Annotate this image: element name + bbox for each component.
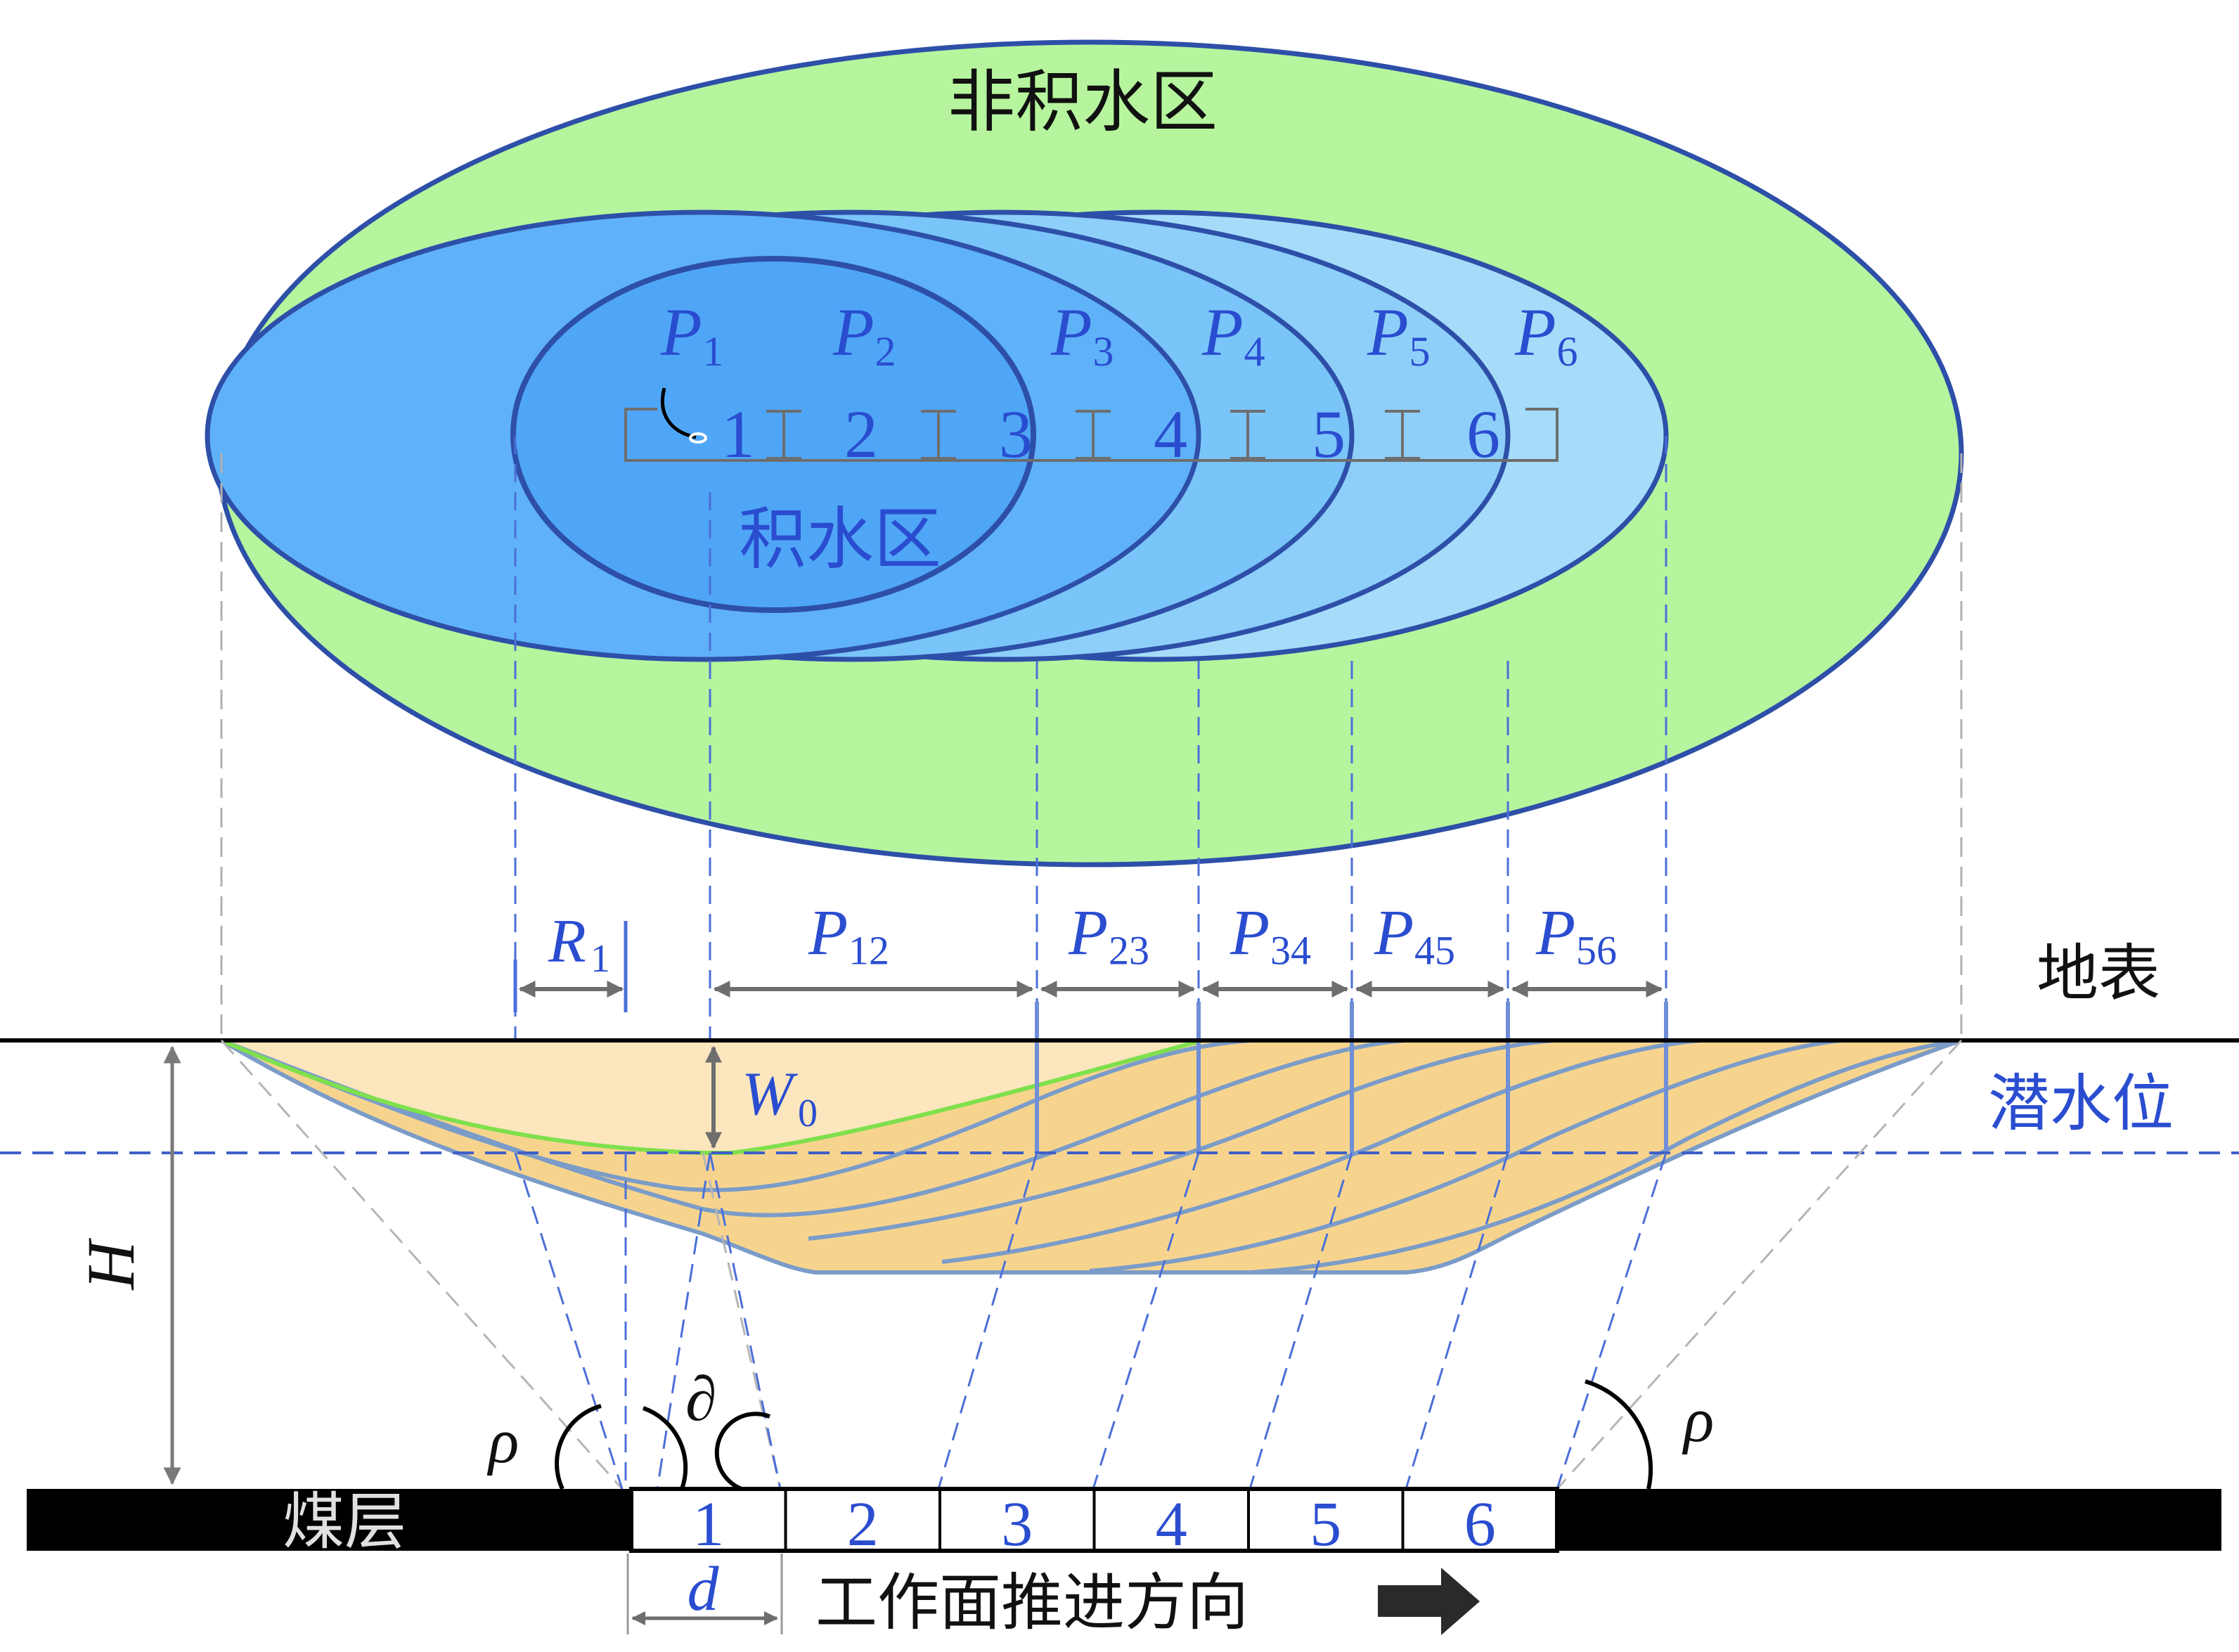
influence-lines	[220, 1039, 1963, 1490]
plan-divider-3	[1076, 410, 1111, 460]
cross-section: 地表 潜水位 W 0 H	[0, 937, 2239, 1639]
p-label-3: P	[1050, 295, 1092, 370]
d-dimension: d	[626, 1554, 783, 1634]
p-label-5-subscript: 5	[1409, 328, 1431, 375]
interval-label-1: P	[808, 896, 848, 968]
subsidence-curves	[220, 1038, 1962, 1275]
plan-segment-1: 1	[721, 396, 755, 472]
plan-segment-6: 6	[1466, 396, 1500, 472]
h-label: H	[73, 1238, 148, 1291]
p-label-5: P	[1367, 295, 1409, 370]
interval-label-3-subscript: 34	[1270, 928, 1311, 974]
coal-seam-label: 煤层	[283, 1485, 406, 1558]
panel-segment-3: 3	[1001, 1490, 1033, 1559]
p-label-1-subscript: 1	[703, 328, 724, 375]
panel-segment-5: 5	[1310, 1490, 1341, 1559]
interval-label-3: P	[1230, 896, 1270, 968]
plan-segment-labels: 1 2 3 4 5 6	[721, 396, 1500, 472]
r1-label: R	[548, 908, 586, 976]
p1-pointer-curve	[660, 387, 697, 439]
interval-label-5-subscript: 56	[1576, 928, 1617, 974]
p-label-4-subscript: 4	[1244, 328, 1265, 375]
draw-lines	[514, 1152, 1667, 1490]
interval-label-2: P	[1068, 896, 1108, 968]
panel-segment-dividers	[784, 1489, 1405, 1551]
panel-segment-labels: 1 2 3 4 5 6	[692, 1490, 1496, 1559]
p-label-4: P	[1201, 295, 1244, 370]
coal-seam-left	[27, 1489, 631, 1551]
angle-arcs	[555, 1379, 1653, 1491]
interval-label-2-subscript: 23	[1109, 928, 1149, 974]
interval-label-5: P	[1535, 896, 1575, 968]
water-table-label: 潜水位	[1988, 1067, 2174, 1140]
d-label: d	[688, 1554, 720, 1624]
p1-point-marker	[689, 432, 707, 444]
plan-segment-dividers	[657, 410, 1525, 462]
plan-segment-3: 3	[999, 396, 1033, 472]
interval-label-1-subscript: 12	[849, 928, 889, 974]
water-ellipse-p1	[510, 256, 1036, 613]
plan-divider-1	[766, 410, 801, 460]
advance-arrow-icon	[1378, 1568, 1480, 1635]
rho-right-label: ρ	[1682, 1386, 1714, 1455]
p-label-3-subscript: 3	[1093, 328, 1114, 375]
panel-segment-2: 2	[847, 1490, 879, 1559]
p-label-6-subscript: 6	[1557, 328, 1578, 375]
p-label-2: P	[832, 295, 875, 370]
p-label-1: P	[660, 295, 702, 370]
partial-label: ∂	[685, 1364, 716, 1434]
coal-seam-right	[1557, 1489, 2221, 1551]
plan-panel-outline	[624, 408, 1559, 462]
p-label-2-subscript: 2	[875, 328, 896, 375]
w0-subscript: 0	[798, 1092, 818, 1135]
surface-label: 地表	[2037, 937, 2160, 1009]
advance-direction-label: 工作面推进方向	[815, 1566, 1248, 1639]
rho-left-label: ρ	[486, 1407, 519, 1476]
p-label-6: P	[1514, 295, 1556, 370]
panel-segment-1: 1	[692, 1490, 724, 1559]
interval-label-4: P	[1374, 896, 1414, 968]
plan-divider-5	[1385, 410, 1420, 460]
panel-segment-6: 6	[1464, 1490, 1496, 1559]
non-water-zone-label: 非积水区	[948, 63, 1218, 141]
plan-divider-2	[921, 410, 956, 460]
plan-segment-4: 4	[1154, 396, 1187, 472]
plan-segment-5: 5	[1312, 396, 1346, 472]
r1-subscript: 1	[591, 937, 610, 981]
panel-segment-4: 4	[1156, 1490, 1187, 1559]
interval-vertical-lines	[1035, 1002, 1668, 1153]
w0-label: W	[742, 1060, 798, 1128]
plan-divider-4	[1230, 410, 1265, 460]
interval-label-4-subscript: 45	[1414, 928, 1455, 974]
plan-segment-2: 2	[844, 396, 878, 472]
water-zone-label: 积水区	[739, 500, 941, 579]
